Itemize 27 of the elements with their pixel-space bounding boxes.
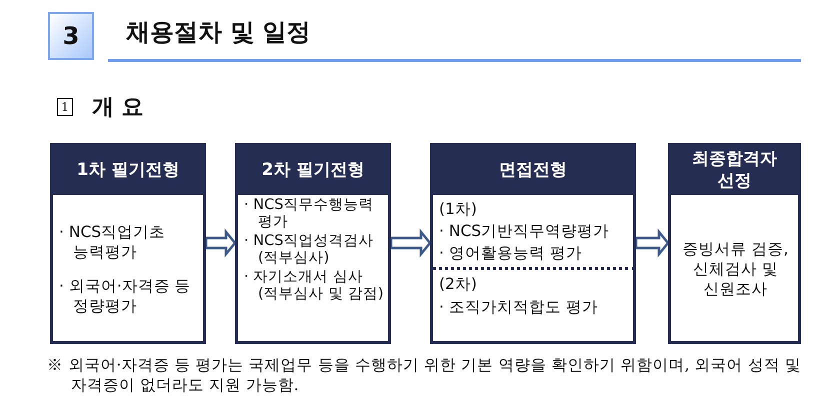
bullet-item: · NCS직업성격검사 (적부심사) [244, 232, 374, 268]
round-label: (1차) [439, 199, 478, 220]
block-arrow [204, 228, 237, 258]
bullet-item: · 자기소개서 심사 (적부심사 및 감점) [244, 268, 384, 304]
stage-heading: 면접전형 [499, 160, 567, 182]
round-label: (2차) [439, 274, 478, 295]
stage-box [235, 143, 391, 344]
section-number-badge: 3 [48, 12, 94, 60]
section-title: 채용절차 및 일정 [126, 17, 311, 48]
stage-box [50, 143, 206, 344]
stage-box [430, 143, 636, 344]
stage-heading: 1차 필기전형 [76, 160, 180, 182]
stage-description: 증빙서류 검증, 신체검사 및 신원조사 [682, 238, 790, 300]
bullet-item: · NCS직업기초 능력평가 [59, 222, 166, 262]
stage-box [668, 143, 801, 344]
bullet-item: · NCS직무수행능력 평가 [244, 197, 374, 232]
bullet-item: · NCS기반직무역량평가 [439, 221, 610, 242]
boxed-number: 1 [57, 98, 73, 116]
stage-heading: 2차 필기전형 [262, 160, 364, 182]
bullet-item: · 영어활용능력 평가 [439, 243, 583, 264]
bullet-item: · 조직가치적합도 평가 [439, 296, 599, 317]
subsection-title: 개 요 [92, 94, 144, 122]
block-arrow [390, 228, 432, 258]
bullet-item: · 외국어·자격증 등 정량평가 [59, 276, 192, 316]
stage-heading: 최종합격자 선정 [691, 149, 778, 192]
footnote: ※ 외국어·자격증 등 평가는 국제업무 등을 수행하기 위한 기본 역량을 확인하기 위함이며, 외국어 성적 및 자격증이 없더라도 지원 가능함. [47, 355, 801, 396]
block-arrow [634, 228, 670, 258]
